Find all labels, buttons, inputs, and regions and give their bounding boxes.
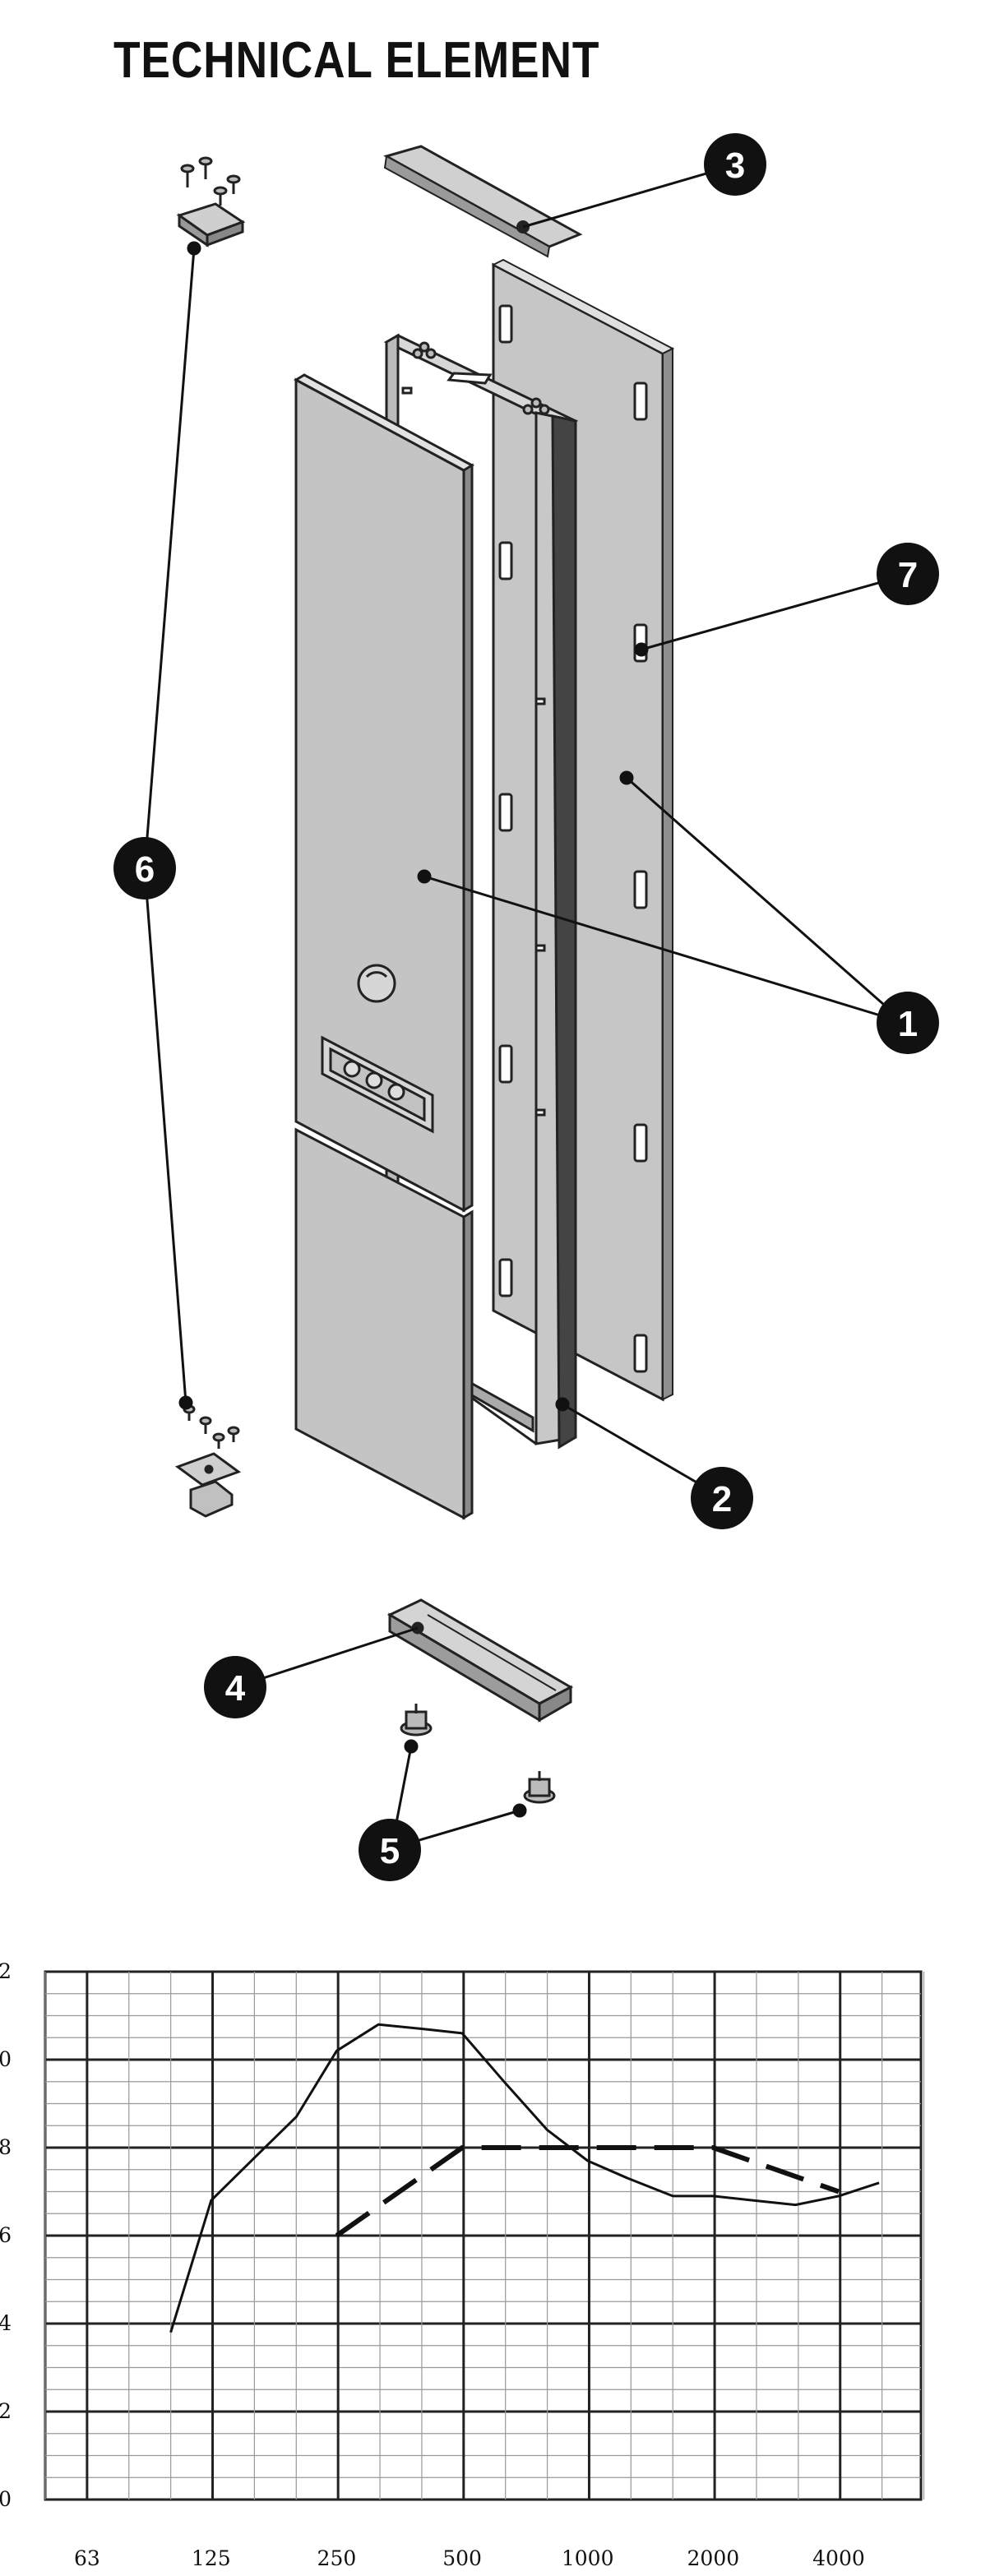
y-tick-label: .4: [0, 2311, 12, 2335]
y-tick-label: .2: [0, 1959, 12, 1983]
x-tick-label: 2000: [687, 2546, 740, 2570]
callout-3: 3: [704, 133, 766, 196]
y-tick-label: .0: [0, 2487, 12, 2511]
exploded-assembly-diagram: 3 7 6 1 2 4 5: [113, 133, 939, 1881]
base-rail-part: [386, 1598, 574, 1723]
callout-4: 4: [204, 1656, 266, 1718]
y-tick-label: .0: [0, 2047, 12, 2071]
callout-5: 5: [359, 1819, 421, 1881]
svg-text:5: 5: [380, 1831, 400, 1871]
callout-1: 1: [877, 992, 939, 1054]
x-tick-label: 63: [74, 2546, 100, 2570]
y-tick-label: .6: [0, 2223, 12, 2247]
y-axis-ticks: .2 .0 .8 .6 .4 .2 .0: [0, 1959, 12, 2511]
svg-text:3: 3: [725, 146, 745, 186]
svg-text:2: 2: [712, 1479, 732, 1519]
svg-text:1: 1: [898, 1004, 918, 1044]
page-title: TECHNICAL ELEMENT: [113, 32, 600, 89]
y-tick-label: .2: [0, 2399, 12, 2423]
x-tick-label: 125: [192, 2546, 231, 2570]
rear-panel-part: [491, 258, 675, 1402]
leader-lines: [143, 164, 905, 1850]
chart-series: [169, 2023, 880, 2333]
x-tick-label: 500: [442, 2546, 482, 2570]
svg-text:7: 7: [898, 555, 918, 595]
y-tick-label: .8: [0, 2135, 12, 2159]
absorption-chart: .2 .0 .8 .6 .4 .2 .0 63 125 250 500 1000 2000 4000: [0, 1959, 925, 2570]
callout-2: 2: [691, 1467, 753, 1529]
callout-7: 7: [877, 543, 939, 605]
x-axis-ticks: 63 125 250 500 1000 2000 4000: [74, 2546, 865, 2570]
adjustable-feet-part: [400, 1704, 556, 1804]
svg-text:4: 4: [225, 1668, 246, 1709]
callout-6: 6: [113, 837, 176, 900]
series-line-solid: [169, 2023, 880, 2333]
chart-grid: [44, 1970, 925, 2501]
x-tick-label: 4000: [812, 2546, 865, 2570]
x-tick-label: 1000: [562, 2546, 614, 2570]
front-panel-part: [293, 373, 475, 1520]
top-cap-part: [383, 145, 583, 258]
svg-text:6: 6: [135, 849, 155, 890]
x-tick-label: 250: [317, 2546, 357, 2570]
bottom-bracket-with-screws: [174, 1404, 242, 1518]
top-bracket-with-screws: [176, 156, 246, 247]
